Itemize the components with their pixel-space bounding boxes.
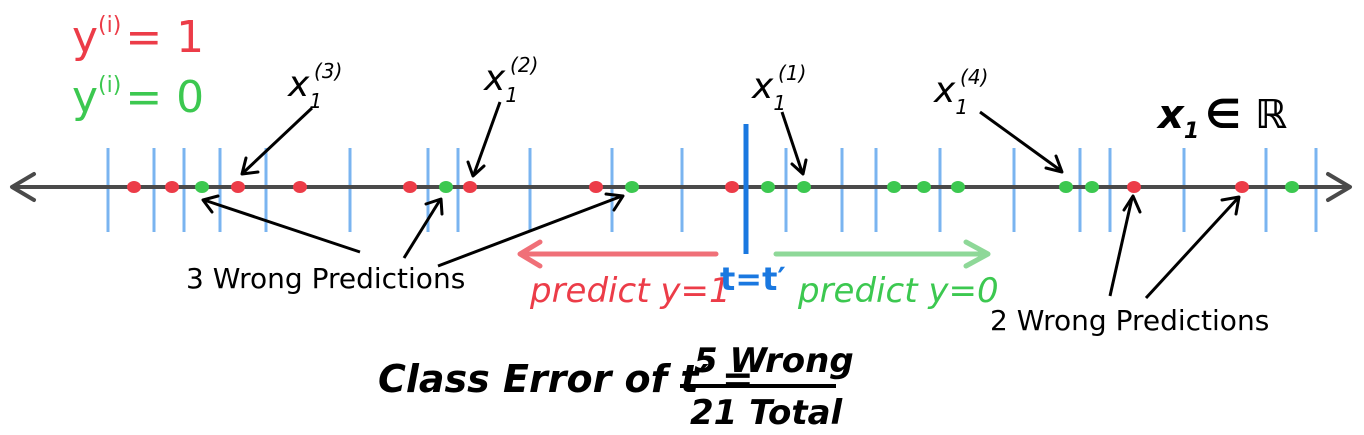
arrow-line <box>472 101 502 175</box>
data-point-green <box>917 181 931 193</box>
data-point-red <box>1127 181 1141 193</box>
wrong-left-arrows <box>201 192 625 268</box>
arrow-line <box>1144 196 1240 300</box>
data-point-red <box>231 181 245 193</box>
legend-red-label: y(i)= 1 <box>72 12 204 63</box>
point-label-text: x1(1) <box>751 61 806 115</box>
data-point-green <box>1059 181 1073 193</box>
threshold-ticks <box>106 148 1318 232</box>
data-point-green <box>887 181 901 193</box>
arrow-line <box>1108 197 1134 297</box>
data-point-green <box>439 181 453 193</box>
arrow-line <box>437 194 623 268</box>
predict-right-label: predict y=0 <box>797 271 999 311</box>
data-point-green <box>625 181 639 193</box>
arrowhead-icon <box>466 160 486 178</box>
point-label-x2: x1(2) <box>466 53 538 178</box>
arrowhead-icon <box>790 158 808 176</box>
formula-denominator: 21 Total <box>690 393 844 433</box>
legend: y(i)= 1 y(i)= 0 <box>72 12 204 123</box>
arrowhead-icon <box>240 156 260 176</box>
arrow-left-icon <box>10 172 36 202</box>
arrow-right-icon <box>963 239 991 269</box>
axis-label: x1∈ ℝ <box>1156 92 1287 144</box>
predict-right: predict y=0 <box>773 239 999 311</box>
arrow-right-icon <box>1326 172 1352 202</box>
data-point-green <box>761 181 775 193</box>
point-label-text: x1(4) <box>933 65 988 119</box>
arrowhead-icon <box>201 194 220 214</box>
class-error-formula: Class Error of t′ = 5 Wrong 21 Total <box>378 341 854 433</box>
data-point-green <box>1285 181 1299 193</box>
threshold-label: t=t′ <box>720 260 786 298</box>
arrowhead-icon <box>604 192 625 212</box>
data-point-red <box>403 181 417 193</box>
wrong-right-arrows <box>1108 194 1241 300</box>
data-point-green <box>951 181 965 193</box>
arrow-line <box>979 110 1061 172</box>
arrow-line <box>242 106 314 174</box>
arrow-line <box>780 111 804 173</box>
point-label-x1: x1(1) <box>751 61 808 176</box>
data-point-green <box>797 181 811 193</box>
data-points <box>127 181 1299 193</box>
arrowhead-icon <box>424 197 444 216</box>
data-point-red <box>293 181 307 193</box>
wrong-right-label: 2 Wrong Predictions <box>990 304 1269 337</box>
data-point-green <box>1085 181 1099 193</box>
point-label-x3: x1(3) <box>240 59 342 176</box>
arrow-left-icon <box>517 239 543 269</box>
point-label-x4: x1(4) <box>933 65 1064 174</box>
point-label-text: x1(3) <box>287 59 342 113</box>
wrong-left-label: 3 Wrong Predictions <box>186 262 465 295</box>
arrow-line <box>203 198 361 254</box>
data-point-red <box>725 181 739 193</box>
data-point-red <box>127 181 141 193</box>
point-label-text: x1(2) <box>483 53 538 107</box>
data-point-green <box>195 181 209 193</box>
arrowhead-icon <box>1220 195 1241 216</box>
arrow-line <box>402 199 442 259</box>
predict-left: predict y=1 <box>517 239 731 311</box>
formula-lhs: Class Error of t′ = <box>378 357 754 401</box>
formula-numerator: 5 Wrong <box>694 341 854 381</box>
data-point-red <box>463 181 477 193</box>
data-point-red <box>165 181 179 193</box>
data-point-red <box>589 181 603 193</box>
arrowhead-icon <box>1122 194 1142 214</box>
data-point-red <box>1235 181 1249 193</box>
legend-green-label: y(i)= 0 <box>72 72 204 123</box>
predict-left-label: predict y=1 <box>529 271 731 311</box>
arrowhead-icon <box>1044 154 1064 174</box>
